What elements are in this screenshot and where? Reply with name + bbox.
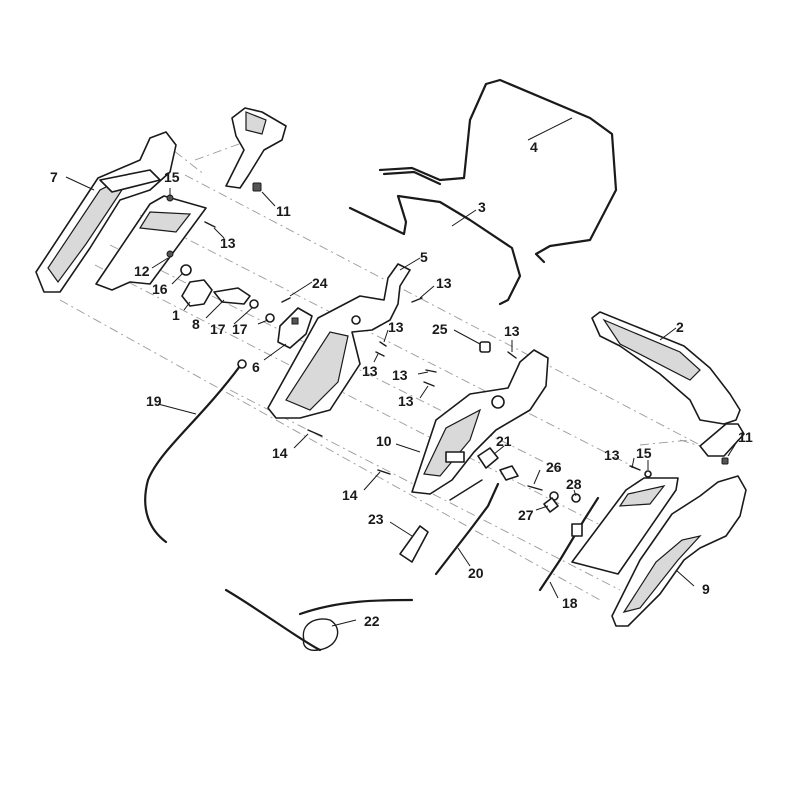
part-14-screw-centre	[307, 429, 323, 437]
callout-26: 26	[546, 459, 562, 475]
callout-11-left: 11	[276, 203, 291, 219]
part-small-hardware-left	[166, 182, 423, 303]
callout-4: 4	[530, 139, 538, 155]
callout-13-centre-top: 13	[436, 275, 452, 291]
part-25-connector	[479, 341, 491, 353]
part-18-cable	[538, 496, 600, 592]
callout-25: 25	[432, 321, 448, 337]
callout-6: 6	[252, 359, 260, 375]
part-26-27-28-hardware	[527, 485, 581, 513]
callout-17-a: 17	[210, 321, 226, 337]
part-11-right-mount	[699, 423, 745, 465]
callout-24: 24	[312, 275, 328, 291]
part-14-screw-right	[377, 469, 391, 475]
callout-13-left: 13	[220, 235, 236, 251]
callout-15-left: 15	[164, 169, 180, 185]
callout-17-b: 17	[232, 321, 248, 337]
callout-10: 10	[376, 433, 392, 449]
part-left-handle-bracket	[95, 194, 207, 291]
part-22-cable-loop	[224, 588, 414, 652]
part-small-screws-right	[375, 341, 517, 387]
part-10-right-handle-cover	[411, 349, 549, 495]
callout-14-centre: 14	[272, 445, 288, 461]
part-6-switch	[277, 307, 313, 349]
callout-9: 9	[702, 581, 710, 597]
part-3-lower-bar	[348, 194, 522, 306]
callout-21: 21	[496, 433, 512, 449]
part-21-clip	[477, 447, 519, 481]
callout-13-right-low: 13	[398, 393, 414, 409]
callout-13-right-mid: 13	[392, 367, 408, 383]
callout-27: 27	[518, 507, 534, 523]
callout-13-centre-low: 13	[362, 363, 378, 379]
callout-20: 20	[468, 565, 484, 581]
part-1-knob	[181, 279, 213, 307]
callout-16: 16	[152, 281, 168, 297]
callout-15-right: 15	[636, 445, 652, 461]
part-19-cable	[144, 359, 247, 544]
callout-3: 3	[478, 199, 486, 215]
callout-22: 22	[364, 613, 380, 629]
part-23-grip	[399, 525, 429, 563]
callout-14-right: 14	[342, 487, 358, 503]
callout-labels: 7 15 11 13 12 16 1 8 17 17 6 24 5 13 13 …	[50, 139, 753, 629]
part-5-centre-housing	[267, 263, 411, 419]
part-8-lever	[213, 287, 275, 323]
callout-19: 19	[146, 393, 162, 409]
assembly-guide-lines	[59, 139, 731, 601]
part-11-left-handle-pad	[225, 107, 287, 189]
callout-28: 28	[566, 476, 582, 492]
part-right-handle-bracket	[571, 465, 679, 575]
callout-1: 1	[172, 307, 180, 323]
part-20-cable	[434, 479, 500, 576]
callout-2: 2	[676, 319, 684, 335]
part-7-left-handle-cover	[35, 131, 177, 293]
part-4-upper-handle-bar	[378, 78, 618, 264]
part-2-right-handle-grip	[591, 311, 741, 425]
callout-13-centre-mid: 13	[388, 319, 404, 335]
callout-7: 7	[50, 169, 58, 185]
callout-5: 5	[420, 249, 428, 265]
callout-11-right: 11	[738, 429, 753, 445]
callout-13-far-right: 13	[604, 447, 620, 463]
callout-12: 12	[134, 263, 150, 279]
callout-13-right-top: 13	[504, 323, 520, 339]
part-9-right-lower-cover	[611, 475, 747, 627]
callout-23: 23	[368, 511, 384, 527]
callout-18: 18	[562, 595, 578, 611]
leader-lines	[65, 117, 739, 627]
callout-8: 8	[192, 316, 200, 332]
